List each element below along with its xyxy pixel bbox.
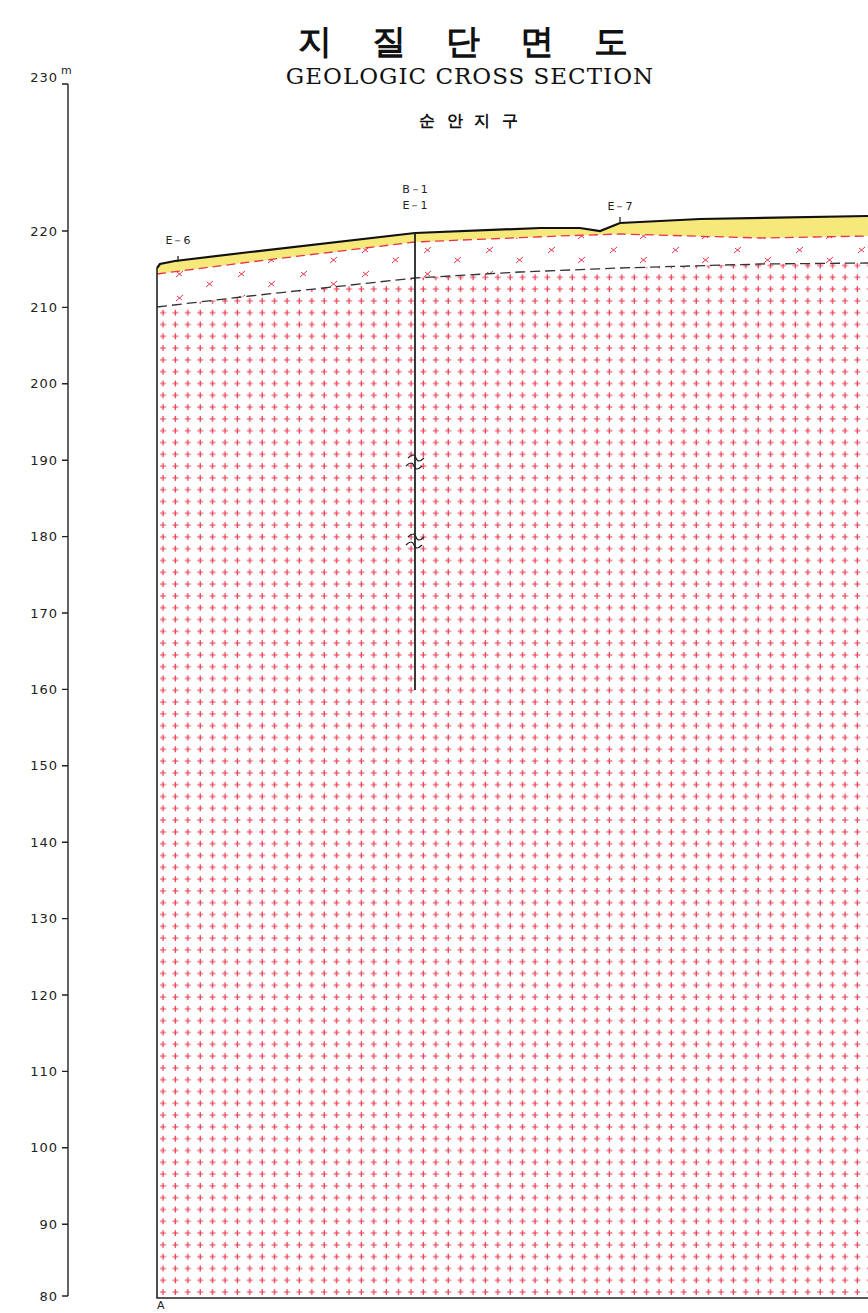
elevation-label: 90 — [39, 1217, 58, 1232]
subtitle: GEOLOGIC CROSS SECTION — [286, 63, 654, 89]
survey-point-label: E－7 — [608, 199, 633, 214]
weathering-boundary — [157, 234, 868, 274]
elevation-label: 170 — [30, 606, 58, 621]
elevation-label: 180 — [30, 529, 58, 544]
district-name: 순 안 지 구 — [419, 111, 521, 132]
elevation-axis — [62, 84, 68, 1296]
fracture-symbol — [406, 455, 424, 548]
elevation-label: 140 — [30, 835, 58, 850]
elevation-label: 230 — [30, 70, 58, 85]
elevation-label: 120 — [30, 988, 58, 1003]
elevation-label: 130 — [30, 911, 58, 926]
ground-surface — [157, 216, 868, 268]
elevation-label: 80 — [39, 1289, 58, 1304]
survey-point-label: E－6 — [166, 233, 191, 248]
elevation-label: 110 — [30, 1064, 58, 1079]
unit-label: m — [61, 64, 72, 77]
elevation-label: 160 — [30, 682, 58, 697]
borehole-label: B－1 — [402, 182, 428, 197]
elevation-label: 150 — [30, 758, 58, 773]
survey-tick — [178, 217, 620, 262]
granite-body — [157, 263, 868, 1298]
weathered-zone — [157, 234, 868, 307]
elevation-label: 220 — [30, 224, 58, 239]
section-end-label: A — [157, 1299, 165, 1312]
borehole-line — [414, 233, 416, 690]
survey-point-label: E－1 — [403, 198, 428, 213]
elevation-label: 190 — [30, 453, 58, 468]
elevation-label: 200 — [30, 376, 58, 391]
rock-boundary — [157, 263, 868, 307]
elevation-label: 100 — [30, 1140, 58, 1155]
diagram-title: 지 질 단 면 도 — [298, 19, 641, 65]
section-frame — [157, 268, 868, 1298]
soil-layer — [157, 216, 868, 274]
elevation-label: 210 — [30, 300, 58, 315]
